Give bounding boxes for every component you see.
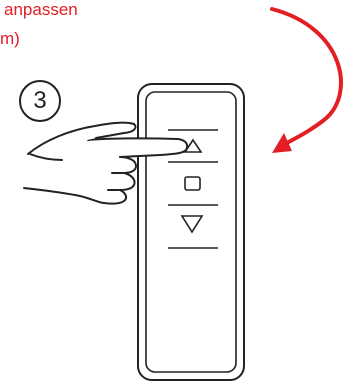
remote-stop-button[interactable]	[185, 177, 200, 190]
remote-control	[138, 84, 244, 380]
step-number-badge: 3	[19, 80, 61, 122]
stop-square-icon	[185, 177, 200, 190]
rotation-arrow-icon	[272, 9, 341, 153]
